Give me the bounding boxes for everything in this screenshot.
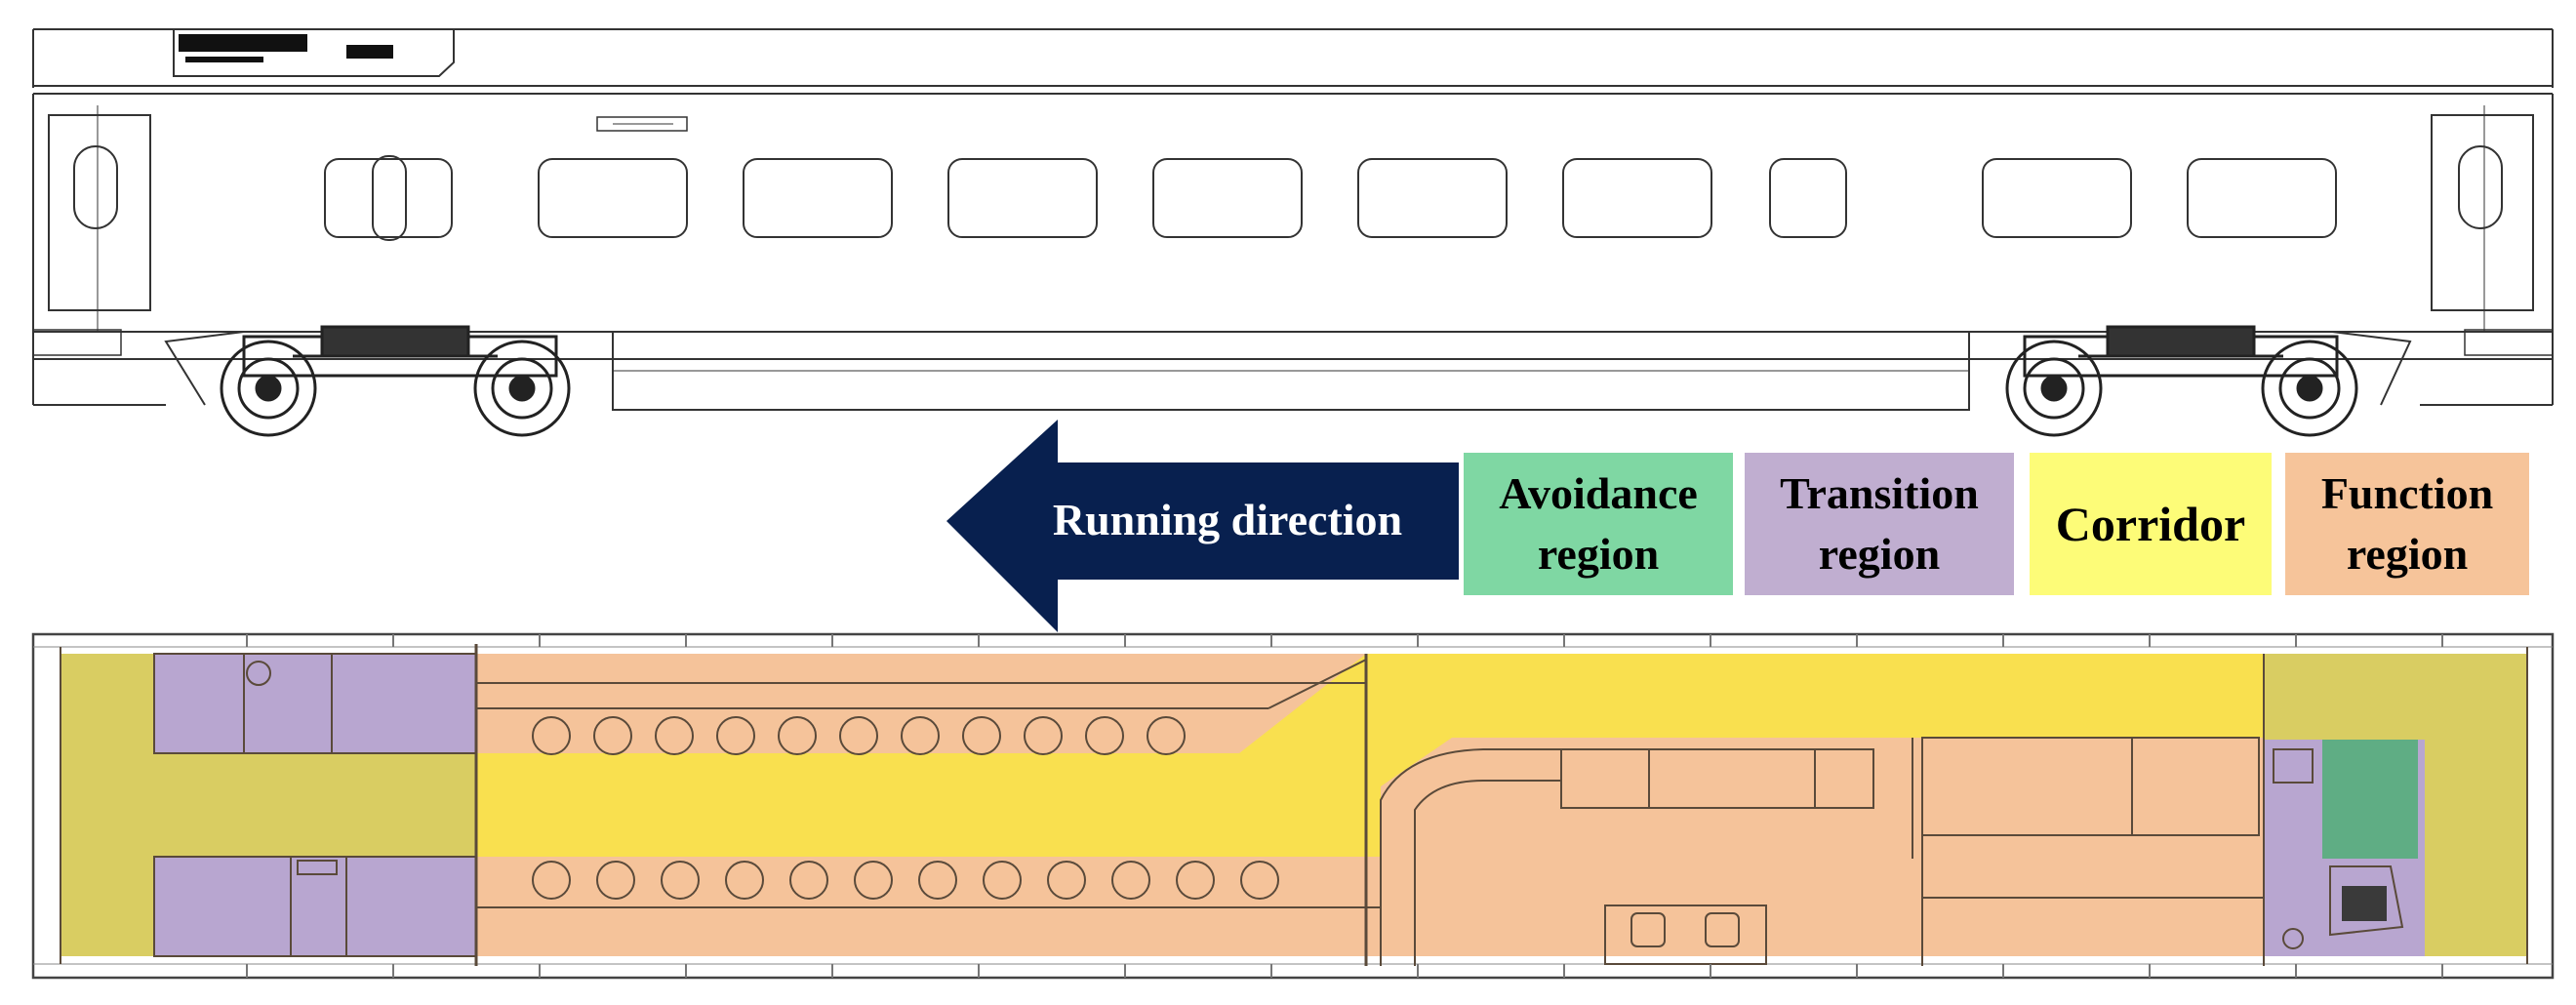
legend-transition: Transition region bbox=[1745, 453, 2014, 595]
legend-avoidance: Avoidance region bbox=[1464, 453, 1733, 595]
seat bbox=[716, 716, 755, 755]
legend-corridor-swatch bbox=[2030, 453, 2272, 595]
seat bbox=[593, 716, 632, 755]
bogie-left bbox=[220, 325, 571, 437]
legend-corridor-label: Corridor bbox=[2055, 497, 2246, 551]
legend-avoidance-swatch bbox=[1464, 453, 1733, 595]
seat bbox=[1024, 716, 1063, 755]
floor-plan-lines bbox=[31, 632, 2555, 980]
bogie-right bbox=[2005, 325, 2358, 437]
seat bbox=[1176, 861, 1215, 900]
seat bbox=[901, 716, 940, 755]
seat bbox=[778, 716, 817, 755]
seat bbox=[839, 716, 878, 755]
legend-function-label: Function region bbox=[2320, 468, 2494, 579]
seat bbox=[532, 716, 571, 755]
seat bbox=[1085, 716, 1124, 755]
seat bbox=[1047, 861, 1086, 900]
seat-circles bbox=[532, 716, 1279, 900]
seat bbox=[789, 861, 828, 900]
floor-plan bbox=[60, 654, 2527, 956]
seat bbox=[596, 861, 635, 900]
running-direction-arrow bbox=[946, 420, 1459, 632]
legend-corridor: Corridor bbox=[2030, 453, 2272, 595]
seat bbox=[854, 861, 893, 900]
seat bbox=[1147, 716, 1186, 755]
seat bbox=[1111, 861, 1150, 900]
seat bbox=[725, 861, 764, 900]
legend-transition-swatch bbox=[1745, 453, 2014, 595]
seat bbox=[1240, 861, 1279, 900]
seat bbox=[983, 861, 1022, 900]
legend-avoidance-label: Avoidance region bbox=[1499, 468, 1698, 579]
plan-window-ticks bbox=[246, 634, 2443, 978]
legend-function-swatch bbox=[2285, 453, 2529, 595]
legend-function: Function region bbox=[2285, 453, 2529, 595]
seat bbox=[962, 716, 1001, 755]
legend-transition-label: Transition region bbox=[1780, 468, 1979, 579]
seat bbox=[532, 861, 571, 900]
running-direction-label: Running direction bbox=[1052, 495, 1403, 544]
seat bbox=[655, 716, 694, 755]
seat bbox=[661, 861, 700, 900]
seat bbox=[918, 861, 957, 900]
